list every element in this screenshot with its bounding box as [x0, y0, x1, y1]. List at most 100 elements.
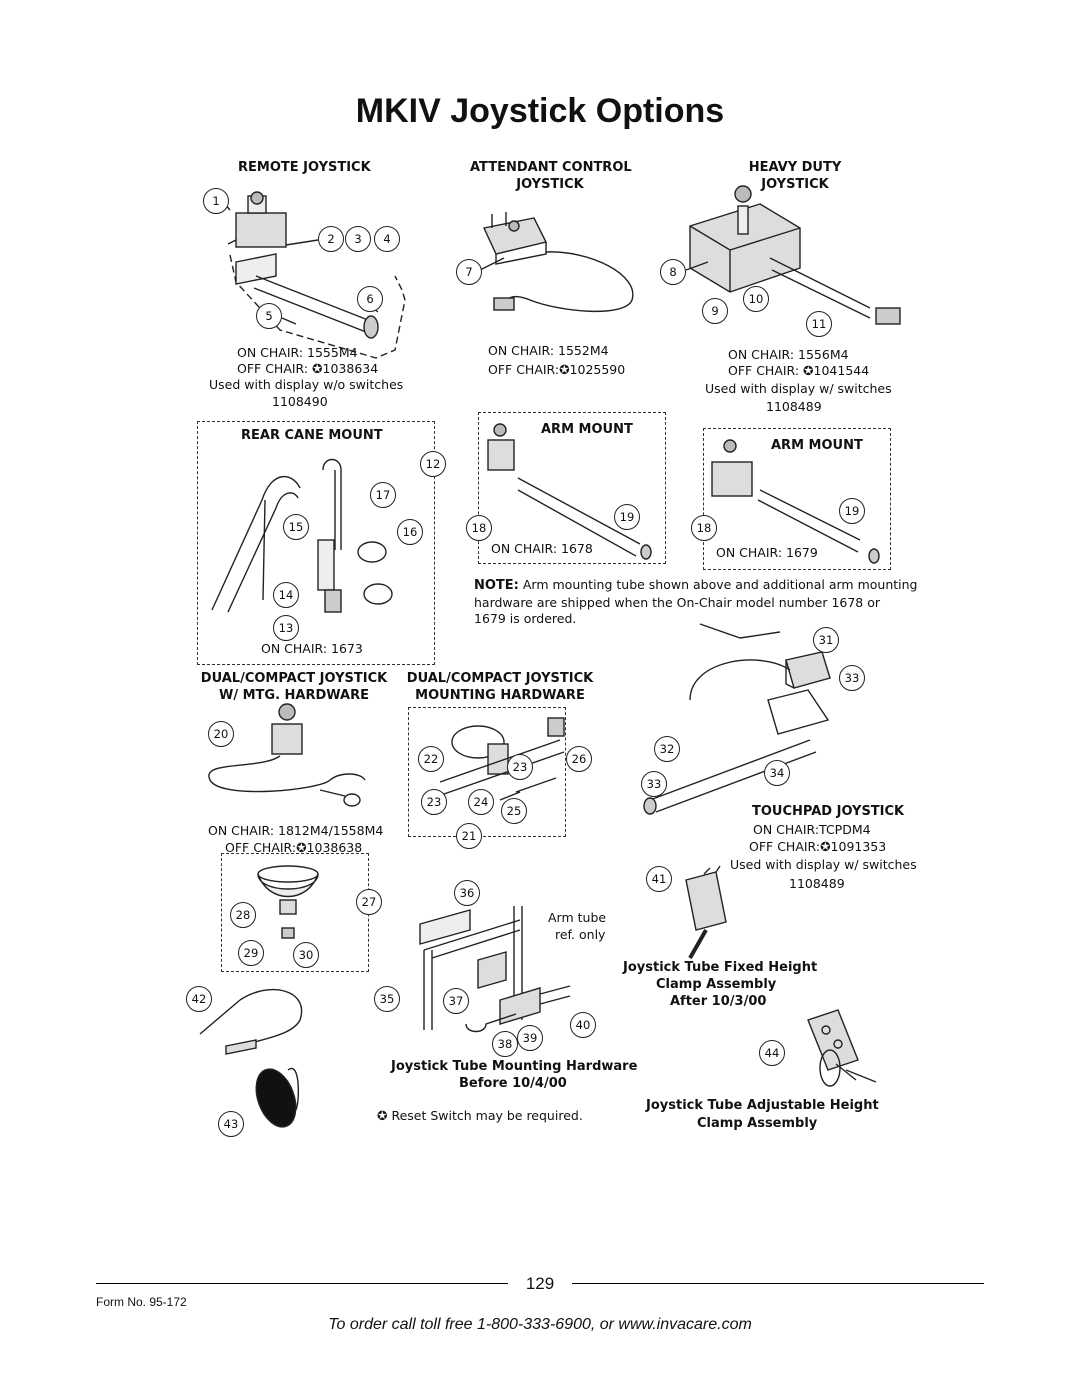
note-line2: hardware are shipped when the On-Chair m…	[474, 594, 881, 610]
arm-tube-ref-line2: ref. only	[555, 927, 606, 942]
form-number: Form No. 95-172	[96, 1295, 187, 1309]
tube-mounting-heading-line1: Joystick Tube Mounting Hardware	[391, 1059, 638, 1074]
touchpad-heading: TOUCHPAD JOYSTICK	[752, 804, 905, 819]
cup-drawing	[257, 865, 319, 939]
remote-on-chair: ON CHAIR: 1555M4	[237, 345, 358, 360]
callout-23a: 23	[507, 754, 533, 780]
callout-37: 37	[443, 988, 469, 1014]
callout-21: 21	[456, 823, 482, 849]
callout-31: 31	[813, 627, 839, 653]
adjustable-clamp-line2: Clamp Assembly	[697, 1116, 818, 1131]
dual-compact-on-chair: ON CHAIR: 1812M4/1558M4	[208, 823, 384, 838]
callout-25: 25	[501, 798, 527, 824]
arm-mount-b-on-chair: ON CHAIR: 1679	[716, 545, 818, 560]
callout-24: 24	[468, 789, 494, 815]
adjustable-clamp-drawing	[807, 1009, 877, 1087]
touchpad-on-chair: ON CHAIR:TCPDM4	[753, 822, 871, 837]
reset-switch-note: ✪ Reset Switch may be required.	[377, 1108, 583, 1123]
arm-mount-a-drawing	[487, 423, 652, 560]
callout-40: 40	[570, 1012, 596, 1038]
arm-mount-a-heading: ARM MOUNT	[541, 422, 633, 437]
touchpad-display-number: 1108489	[789, 876, 845, 891]
remote-joystick-heading: REMOTE JOYSTICK	[238, 160, 371, 175]
tube-mounting-heading-line2: Before 10/4/00	[459, 1076, 567, 1091]
callout-30: 30	[293, 942, 319, 968]
callout-9: 9	[702, 298, 728, 324]
callout-41: 41	[646, 866, 672, 892]
order-info: To order call toll free 1-800-333-6900, …	[328, 1316, 752, 1333]
callout-13: 13	[273, 615, 299, 641]
rear-cane-heading: REAR CANE MOUNT	[241, 428, 383, 443]
callout-27: 27	[356, 889, 382, 915]
note-line3: 1679 is ordered.	[474, 611, 577, 626]
callout-28: 28	[230, 902, 256, 928]
rear-cane-on-chair: ON CHAIR: 1673	[261, 641, 363, 656]
callout-32: 32	[654, 736, 680, 762]
callout-4: 4	[374, 226, 400, 252]
heavy-duty-heading-line1: HEAVY DUTY	[748, 160, 842, 175]
touchpad-joystick-drawing	[643, 623, 831, 815]
callout-18b: 18	[691, 515, 717, 541]
attendant-heading-line2: JOYSTICK	[516, 177, 584, 192]
callout-3: 3	[345, 226, 371, 252]
remote-display-number: 1108490	[272, 394, 328, 409]
callout-29: 29	[238, 940, 264, 966]
callout-38: 38	[492, 1031, 518, 1057]
attendant-heading-line1: ATTENDANT CONTROL	[470, 160, 632, 175]
callout-8: 8	[660, 259, 686, 285]
note-label: NOTE:	[474, 578, 519, 593]
tube-mounting-hardware-drawing	[419, 906, 571, 1033]
heavy-duty-joystick-drawing	[685, 185, 901, 325]
fixed-clamp-line2: Clamp Assembly	[656, 977, 777, 992]
dual-compact-heading-line1: DUAL/COMPACT JOYSTICK	[200, 671, 388, 686]
remote-off-chair: OFF CHAIR: ✪1038634	[237, 361, 379, 376]
arm-mount-a-on-chair: ON CHAIR: 1678	[491, 541, 593, 556]
switch-cable-and-pad-drawing	[199, 988, 303, 1128]
page-title: MKIV Joystick Options	[355, 92, 725, 130]
adjustable-clamp-line1: Joystick Tube Adjustable Height	[646, 1098, 879, 1113]
arm-mount-b-box	[703, 428, 891, 570]
fixed-clamp-drawing	[685, 865, 727, 959]
callout-20: 20	[208, 721, 234, 747]
attendant-on-chair: ON CHAIR: 1552M4	[488, 343, 609, 358]
callout-5: 5	[256, 303, 282, 329]
page-number: 129	[525, 1274, 555, 1293]
dual-compact-heading-line2: W/ MTG. HARDWARE	[218, 688, 369, 703]
touchpad-off-chair: OFF CHAIR:✪1091353	[749, 839, 887, 854]
touchpad-used-with: Used with display w/ switches	[730, 857, 917, 872]
arm-mount-b-heading: ARM MOUNT	[771, 438, 863, 453]
callout-19b: 19	[839, 498, 865, 524]
attendant-control-drawing	[479, 212, 634, 313]
dual-compact-off-chair: OFF CHAIR:✪1038638	[225, 840, 363, 855]
remote-joystick-drawing	[223, 191, 406, 359]
callout-44: 44	[759, 1040, 785, 1066]
rear-cane-mount-drawing	[211, 458, 393, 613]
callout-36: 36	[454, 880, 480, 906]
footer-rule-right	[572, 1283, 984, 1284]
callout-6: 6	[357, 286, 383, 312]
callout-11: 11	[806, 311, 832, 337]
callout-12: 12	[420, 451, 446, 477]
callout-42: 42	[186, 986, 212, 1012]
callout-34: 34	[764, 760, 790, 786]
dual-mounting-hardware-box	[408, 707, 566, 837]
callout-18a: 18	[466, 515, 492, 541]
callout-1: 1	[203, 188, 229, 214]
callout-43: 43	[218, 1111, 244, 1137]
dual-hardware-heading-line1: DUAL/COMPACT JOYSTICK	[406, 671, 594, 686]
heavy-duty-used-with: Used with display w/ switches	[705, 381, 892, 396]
heavy-duty-heading-line2: JOYSTICK	[761, 177, 829, 192]
callout-23b: 23	[421, 789, 447, 815]
callout-19a: 19	[614, 504, 640, 530]
callout-26: 26	[566, 746, 592, 772]
callout-22: 22	[418, 746, 444, 772]
callout-14: 14	[273, 582, 299, 608]
callout-2: 2	[318, 226, 344, 252]
heavy-duty-off-chair: OFF CHAIR: ✪1041544	[728, 363, 870, 378]
fixed-clamp-line3: After 10/3/00	[670, 994, 767, 1009]
callout-7: 7	[456, 259, 482, 285]
arm-mount-note: NOTE: Arm mounting tube shown above and …	[474, 577, 917, 628]
arm-mount-a-box	[478, 412, 666, 564]
callout-10: 10	[743, 286, 769, 312]
